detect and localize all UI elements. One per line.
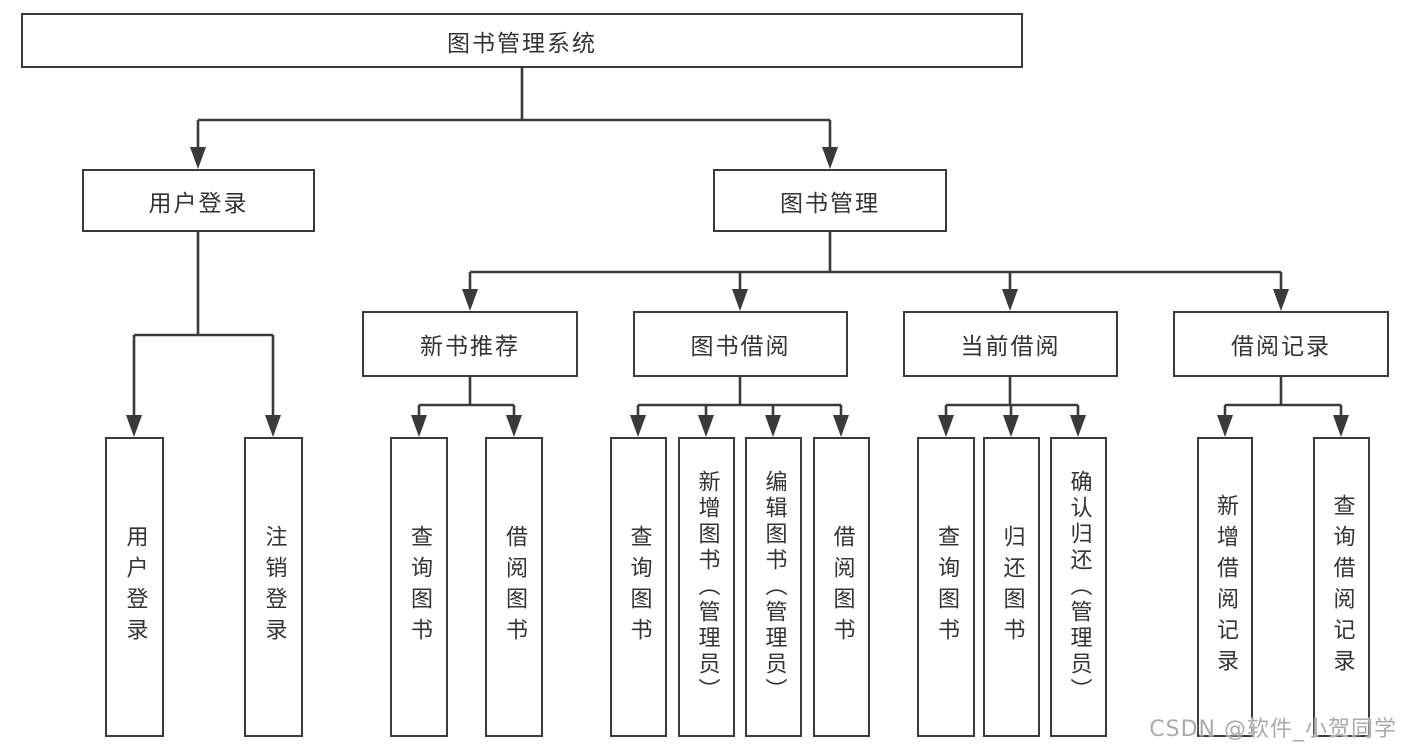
node-label: 用户登录 <box>148 190 249 217</box>
node-book-borrowing: 图书借阅 <box>633 311 848 377</box>
node-label: 图书管理系统 <box>447 30 597 57</box>
node-label: 查询图书 <box>626 525 652 649</box>
node-label: 图书管理 <box>780 190 880 217</box>
node-label: 借阅图书 <box>502 525 527 649</box>
node-label: 图书借阅 <box>690 334 791 360</box>
leaf-query-books-current: 查询图书 <box>917 437 975 737</box>
node-user-login: 用户登录 <box>82 169 315 232</box>
node-label: 新增图书（管理员） <box>694 470 720 704</box>
node-label: 借阅图书 <box>829 525 855 649</box>
leaf-query-borrow-record: 查询借阅记录 <box>1313 437 1370 737</box>
node-label: 注销登录 <box>261 525 287 649</box>
node-label: 当前借阅 <box>960 334 1061 360</box>
leaf-borrow-books-recommend: 借阅图书 <box>485 437 543 737</box>
node-label: 借阅记录 <box>1231 334 1331 360</box>
node-label: 查询图书 <box>407 525 432 649</box>
node-label: 新书推荐 <box>420 334 520 360</box>
leaf-borrow-books: 借阅图书 <box>813 437 870 737</box>
node-book-management: 图书管理 <box>713 169 947 232</box>
leaf-confirm-return-admin: 确认归还（管理员） <box>1050 437 1107 737</box>
leaf-add-borrow-record: 新增借阅记录 <box>1197 437 1253 737</box>
leaf-add-book-admin: 新增图书（管理员） <box>678 437 735 737</box>
leaf-edit-book-admin: 编辑图书（管理员） <box>745 437 802 737</box>
node-label: 编辑图书（管理员） <box>761 470 787 704</box>
node-borrowing-records: 借阅记录 <box>1173 311 1389 377</box>
node-library-management-system: 图书管理系统 <box>21 13 1023 68</box>
node-label: 用户登录 <box>122 525 148 649</box>
leaf-query-books-recommend: 查询图书 <box>390 437 448 737</box>
node-label: 新增借阅记录 <box>1213 494 1238 680</box>
node-label: 归还图书 <box>999 525 1025 649</box>
node-label: 查询图书 <box>934 525 959 649</box>
node-label: 查询借阅记录 <box>1329 494 1355 680</box>
leaf-return-book: 归还图书 <box>983 437 1040 737</box>
node-new-book-recommendation: 新书推荐 <box>362 311 578 377</box>
node-current-borrowing: 当前借阅 <box>903 311 1118 377</box>
leaf-logout: 注销登录 <box>244 437 303 737</box>
watermark: CSDN @软件_小贺同学 <box>1149 717 1397 742</box>
leaf-query-books-borrow: 查询图书 <box>610 437 667 737</box>
leaf-user-login: 用户登录 <box>105 437 164 737</box>
node-label: 确认归还（管理员） <box>1066 470 1092 704</box>
